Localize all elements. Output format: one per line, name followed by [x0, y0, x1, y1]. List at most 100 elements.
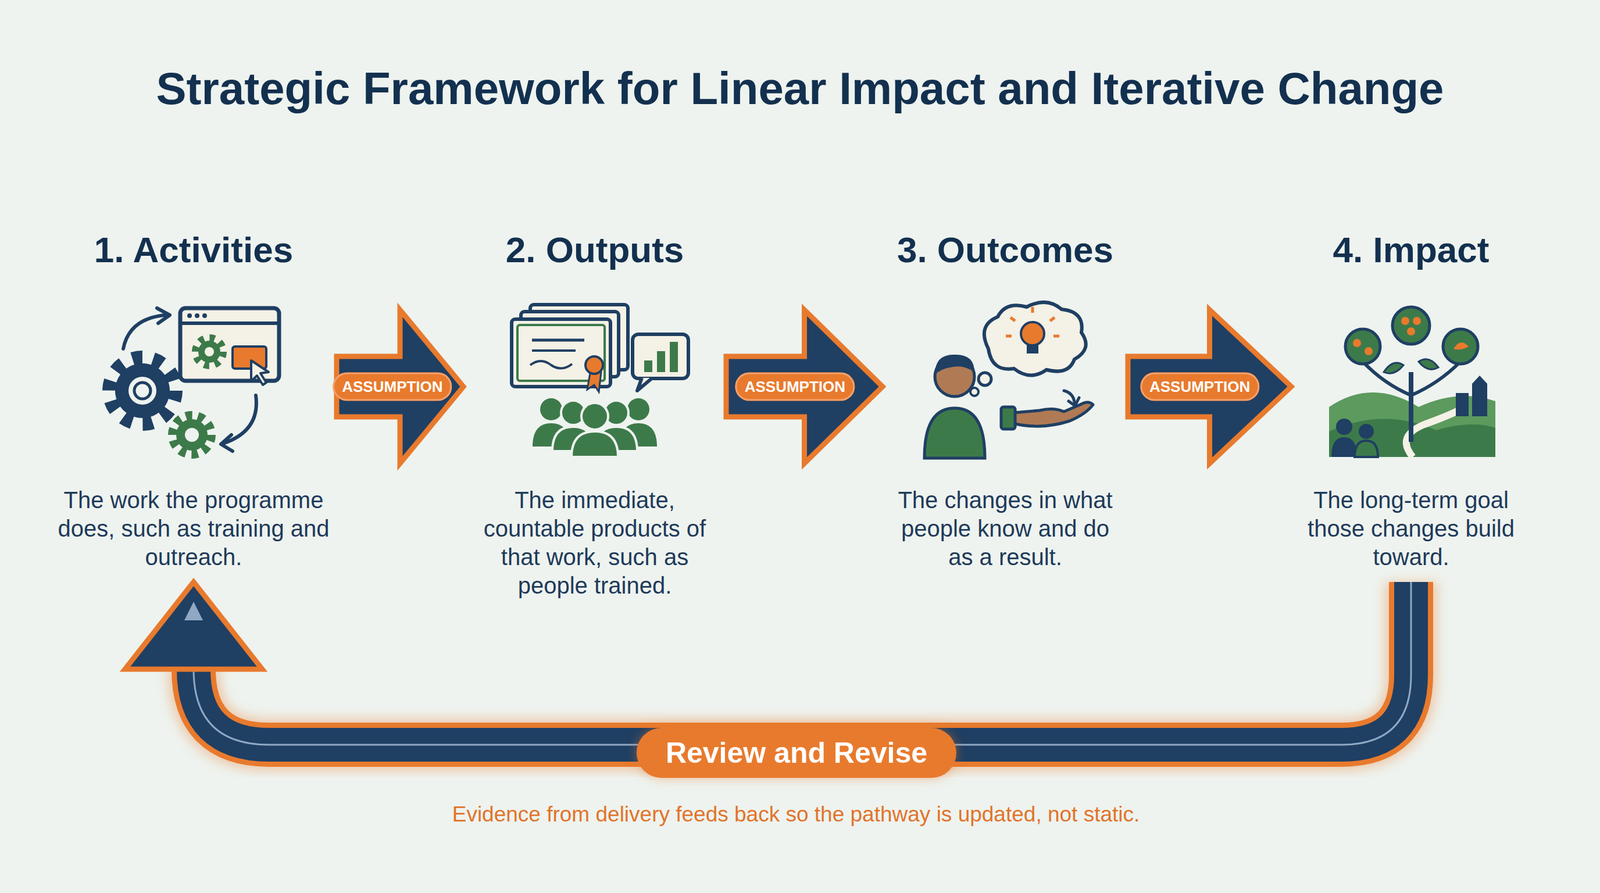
impact-icon-part	[1331, 437, 1357, 457]
impact-icon-part	[1472, 375, 1488, 384]
impact-icon-part	[1418, 359, 1439, 370]
assumption-label: ASSUMPTION	[332, 372, 452, 402]
outputs-icon-part	[530, 361, 573, 369]
outputs-icon-part	[627, 398, 650, 421]
connector-arrow	[125, 581, 1412, 745]
impact-icon-part	[1472, 383, 1488, 417]
assumption-label: ASSUMPTION	[735, 372, 855, 402]
outcomes-icon-part	[934, 354, 975, 375]
stage-description: The changes in what people know and do a…	[886, 486, 1125, 572]
block-arrow	[1127, 309, 1292, 464]
outputs-icon-part	[632, 334, 689, 379]
impact-icon-part	[1364, 347, 1373, 356]
loop-glow	[193, 581, 1412, 745]
outputs-icon	[511, 304, 689, 457]
outputs-icon-part	[637, 377, 653, 391]
loop-arrowhead	[125, 581, 263, 670]
activities-icon-part	[187, 313, 192, 319]
stage-node: 3. OutcomesThe changes in what people kn…	[886, 227, 1125, 572]
activities-icon-part	[115, 363, 170, 419]
activities-icon-part	[172, 415, 212, 455]
outcomes-icon-part	[1020, 322, 1045, 346]
impact-icon	[1329, 306, 1496, 457]
icon-space	[886, 272, 1125, 487]
impact-icon-part	[1392, 306, 1430, 345]
outcomes-icon-part	[978, 372, 992, 386]
impact-icon-part	[1408, 372, 1414, 442]
impact-icon-part	[1352, 338, 1362, 348]
activities-icon-part	[184, 427, 199, 442]
connector-arrow	[726, 309, 883, 464]
stage-description: The immediate, countable products of tha…	[466, 486, 723, 600]
activities-icon-part	[180, 321, 280, 325]
impact-icon-part	[1354, 440, 1378, 457]
outcomes-icon-part	[1026, 344, 1039, 354]
outcomes-icon	[924, 302, 1094, 459]
impact-icon-part	[1455, 393, 1469, 417]
stage-heading: 2. Outputs	[466, 227, 723, 273]
outputs-icon-part	[517, 325, 605, 381]
activities-icon-part	[176, 419, 208, 451]
activities-icon-part	[123, 315, 166, 349]
activities-icon-part	[128, 376, 157, 405]
activities-icon-part	[232, 346, 267, 369]
connector-arrow	[1127, 309, 1292, 464]
outcomes-icon-part	[984, 302, 1087, 376]
impact-icon-part	[1453, 342, 1469, 350]
activities-icon-part	[198, 340, 221, 363]
activities-icon-part	[109, 358, 175, 424]
stage-node: 2. OutputsThe immediate, countable produ…	[466, 227, 723, 600]
impact-icon-part	[1362, 361, 1412, 396]
activities-icon-part	[134, 382, 151, 399]
outputs-icon-part	[644, 360, 653, 373]
outcomes-icon-part	[1010, 317, 1016, 321]
impact-icon-part	[1336, 418, 1353, 435]
outcomes-icon-part	[1012, 402, 1094, 427]
icon-space	[1294, 272, 1528, 487]
impact-icon-part	[1412, 316, 1421, 325]
impact-icon-part	[1383, 362, 1404, 374]
stage-heading: 4. Impact	[1294, 227, 1528, 273]
assumption-label: ASSUMPTION	[1140, 372, 1260, 402]
activities-icon-part	[251, 360, 269, 385]
outputs-icon-part	[656, 351, 666, 373]
outcomes-icon-part	[1050, 317, 1055, 321]
impact-icon-part	[1358, 423, 1374, 439]
loop-arrowhead-inner	[184, 601, 203, 621]
stage-description: The long-term goal those changes build t…	[1294, 486, 1528, 572]
icon-space	[54, 272, 334, 487]
outcomes-icon-part	[1053, 334, 1060, 338]
impact-icon-part	[1406, 327, 1416, 336]
outcomes-icon-part	[1068, 397, 1080, 406]
diagram-title: Strategic Framework for Linear Impact an…	[0, 62, 1600, 116]
loop-band	[193, 581, 1412, 745]
note-text: Evidence from delivery feeds back so the…	[452, 802, 1141, 827]
stage-description: The work the programme does, such as tra…	[54, 486, 334, 572]
outcomes-icon-part	[1031, 306, 1035, 313]
outcomes-icon-part	[1005, 334, 1012, 338]
activities-icon	[109, 308, 280, 455]
impact-icon-part	[1443, 329, 1478, 364]
loop-outline	[193, 581, 1412, 745]
outputs-icon-part	[531, 349, 576, 352]
loop-inner-line	[193, 581, 1412, 745]
outputs-icon-part	[581, 402, 609, 430]
outputs-icon-part	[571, 431, 619, 457]
activities-icon-part	[195, 337, 224, 366]
stage-heading: 1. Activities	[54, 227, 334, 273]
stage-heading: 3. Outcomes	[886, 227, 1125, 273]
activities-icon-part	[156, 308, 170, 324]
outcomes-icon-part	[1001, 406, 1016, 430]
outputs-icon-part	[585, 356, 603, 374]
impact-icon-part	[1401, 316, 1410, 325]
activities-icon-part	[204, 347, 214, 357]
activities-icon-part	[202, 313, 207, 319]
outputs-icon-part	[540, 398, 563, 421]
outputs-icon-part	[669, 341, 678, 373]
outputs-icon-part	[531, 338, 585, 342]
block-arrow	[726, 309, 883, 464]
activities-icon-part	[194, 313, 200, 319]
stage-node: 4. ImpactThe long-term goal those change…	[1294, 227, 1528, 572]
activities-icon-part	[220, 434, 233, 452]
